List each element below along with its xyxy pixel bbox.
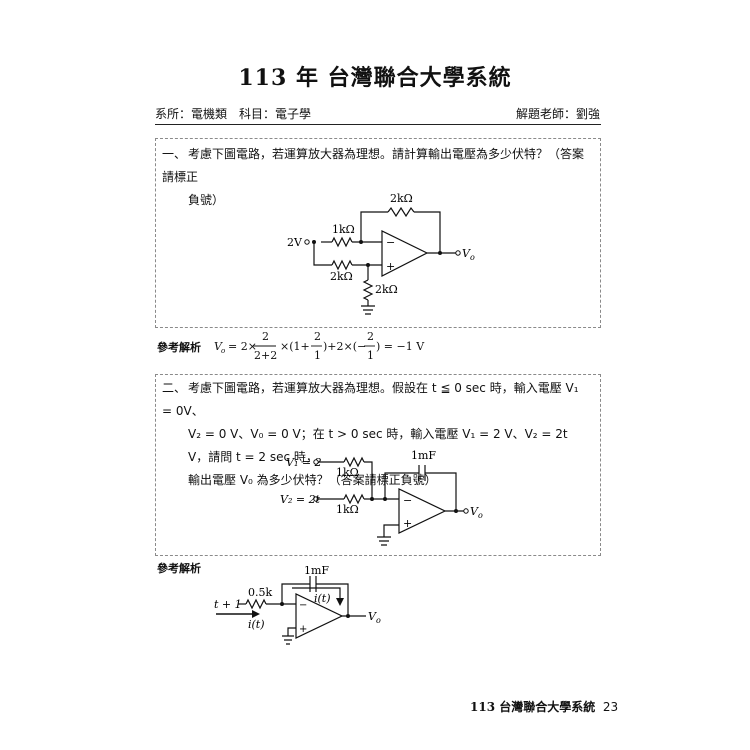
q2-v1-label: V₁ = 2 xyxy=(286,456,322,469)
question-1-text: 一、考慮下圖電路，若運算放大器為理想。請計算輸出電壓為多少伏特？（答案請標正 負… xyxy=(162,143,590,212)
q1-r2-label: 2kΩ xyxy=(330,270,353,283)
svg-text:o: o xyxy=(221,347,225,355)
subheader: 系所：電機類 科目：電子學 解題老師：劉強 xyxy=(155,105,600,122)
svg-text:×(1+: ×(1+ xyxy=(280,340,310,353)
page-title: 113 年 台灣聯合大學系統 xyxy=(238,65,512,91)
question-1-line-2: 負號） xyxy=(188,193,225,207)
svg-text:2: 2 xyxy=(262,330,269,343)
q2-r2-label: 1kΩ xyxy=(336,503,359,516)
dept-subject: 系所：電機類 科目：電子學 xyxy=(155,107,312,121)
question-1-circuit: 2kΩ 1kΩ 2kΩ 2kΩ 2V Vo − + xyxy=(287,192,475,315)
q1-vout-label: Vo xyxy=(462,247,475,262)
answer-2-label: 參考解析 xyxy=(157,562,201,575)
header-rule xyxy=(155,124,601,125)
question-1-line-1: 考慮下圖電路，若運算放大器為理想。請計算輸出電壓為多少伏特？（答案請標正 xyxy=(162,147,585,184)
a2-cap-label: 1mF xyxy=(304,566,329,577)
footer-title: 113 台灣聯合大學系統 xyxy=(470,700,596,714)
a2-plus-sign: + xyxy=(299,624,307,635)
q1-plus-sign: + xyxy=(386,260,395,273)
a2-vout-label: Vo xyxy=(368,610,381,625)
q1-minus-sign: − xyxy=(386,236,395,249)
a2-input-label: t + 1 xyxy=(214,598,242,611)
q2-cap-label: 1mF xyxy=(411,449,436,462)
question-2-box: 二、考慮下圖電路，若運算放大器為理想。假設在 t ≦ 0 sec 時，輸入電壓 … xyxy=(155,374,601,556)
svg-text:)+2×(−: )+2×(− xyxy=(323,340,366,353)
svg-text:= 2×: = 2× xyxy=(228,340,257,353)
q2-v2-label: V₂ = 2t xyxy=(280,493,321,506)
svg-text:V: V xyxy=(214,340,223,353)
q2-plus-sign: + xyxy=(403,517,412,530)
question-1-box: 一、考慮下圖電路，若運算放大器為理想。請計算輸出電壓為多少伏特？（答案請標正 負… xyxy=(155,138,601,328)
q2-r1-label: 1kΩ xyxy=(336,466,359,479)
question-1-number: 一、 xyxy=(162,147,187,161)
question-2-line-2: V₂ = 0 V、V₀ = 0 V；在 t > 0 sec 時，輸入電壓 V₁ … xyxy=(188,427,568,464)
answer-1-label: 參考解析 xyxy=(157,341,201,354)
answer-1-equation: V o = 2× 2 2+2 ×(1+ 2 1 )+2×(− 2 1 ) = −… xyxy=(214,330,425,362)
page-number: 23 xyxy=(602,700,619,714)
a2-cap-current-label: i(t) xyxy=(314,592,331,605)
svg-text:1: 1 xyxy=(314,349,321,362)
page-footer: 113 台灣聯合大學系統 23 xyxy=(470,698,620,715)
svg-text:) = −1 V: ) = −1 V xyxy=(376,340,425,353)
a2-input-current-label: i(t) xyxy=(248,618,265,631)
answer-2-circuit: t + 1 0.5k i(t) 1mF i(t) Vo − + xyxy=(214,566,381,645)
q1-rf-label: 2kΩ xyxy=(390,192,413,205)
q1-vin-label: 2V xyxy=(287,236,303,249)
svg-text:2: 2 xyxy=(367,330,374,343)
svg-text:2: 2 xyxy=(314,330,321,343)
svg-text:1: 1 xyxy=(367,349,374,362)
question-2-text: 二、考慮下圖電路，若運算放大器為理想。假設在 t ≦ 0 sec 時，輸入電壓 … xyxy=(162,377,590,492)
q1-r3-label: 2kΩ xyxy=(375,283,398,296)
question-2-line-1: 考慮下圖電路，若運算放大器為理想。假設在 t ≦ 0 sec 時，輸入電壓 V₁… xyxy=(162,381,579,418)
question-2-number: 二、 xyxy=(162,381,187,395)
question-2-line-3: 輸出電壓 V₀ 為多少伏特？（答案請標正負號） xyxy=(188,473,437,487)
question-2-circuit: V₁ = 2 V₂ = 2t 1kΩ 1kΩ 1mF Vo − + xyxy=(280,449,483,546)
svg-text:2+2: 2+2 xyxy=(254,349,277,362)
a2-minus-sign: − xyxy=(299,600,307,611)
a2-r-label: 0.5k xyxy=(248,586,272,599)
teacher-credit: 解題老師：劉強 xyxy=(515,107,600,121)
q1-r1-label: 1kΩ xyxy=(332,223,355,236)
q2-minus-sign: − xyxy=(403,494,412,507)
q2-vout-label: Vo xyxy=(470,505,483,520)
